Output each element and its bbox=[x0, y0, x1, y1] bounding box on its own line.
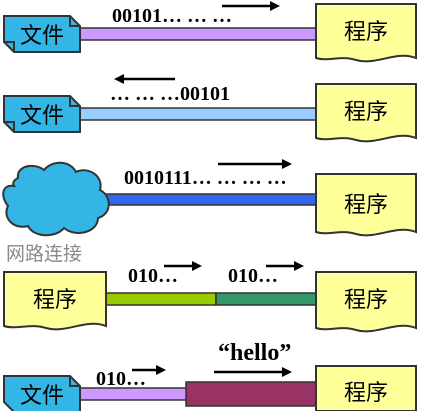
row-1-program-label: 程序 bbox=[344, 20, 388, 45]
row-1-bitstream-text: 00101… … … bbox=[112, 5, 232, 27]
row-2-pipe bbox=[77, 107, 319, 121]
row-3-pipe bbox=[95, 193, 319, 206]
row-4-program-to-program: 程序 程序 010… 010… bbox=[3, 261, 417, 333]
row-3-network-to-program: 程序 0010111… … … … bbox=[2, 159, 417, 237]
row-5-bitstream-text: 010… bbox=[96, 368, 146, 390]
row-5-file-box: 文件 bbox=[3, 375, 81, 411]
row-4-right-arrow-right bbox=[266, 261, 304, 271]
row-2-left-arrow bbox=[114, 74, 175, 84]
row-5-program-box: 程序 bbox=[315, 365, 417, 411]
row-3-program-label: 程序 bbox=[344, 193, 388, 218]
row-1-program-box: 程序 bbox=[315, 3, 417, 63]
row-2-file-label: 文件 bbox=[20, 104, 64, 129]
row-2-file-box: 文件 bbox=[3, 95, 81, 133]
row-1-right-arrow bbox=[222, 1, 280, 11]
row-5-long-arrow-right bbox=[214, 367, 292, 377]
cloud-icon bbox=[2, 161, 110, 237]
network-connection-label: 网路连接 bbox=[6, 243, 82, 265]
row-4-pipe-left bbox=[103, 292, 217, 306]
row-4-right-program-box: 程序 bbox=[315, 271, 417, 333]
row-3-right-arrow bbox=[218, 159, 292, 169]
row-2-program-box: 程序 bbox=[315, 83, 417, 143]
row-1-pipe bbox=[77, 27, 319, 41]
row-1-file-to-program: 文件 程序 00101… … … bbox=[3, 1, 417, 63]
row-4-bitstream-right: 010… bbox=[228, 265, 278, 287]
row-5-message-text: “hello” bbox=[218, 340, 291, 366]
row-4-left-program-box: 程序 bbox=[3, 271, 107, 331]
row-1-file-label: 文件 bbox=[20, 24, 64, 49]
row-5-file-label: 文件 bbox=[20, 384, 64, 409]
row-4-bitstream-left: 010… bbox=[128, 265, 178, 287]
row-4-left-arrow-right bbox=[164, 261, 202, 271]
row-5-program-label: 程序 bbox=[344, 381, 388, 406]
row-2-program-to-file: 文件 程序 … … …00101 bbox=[3, 74, 417, 143]
row-5-short-arrow-right bbox=[132, 365, 166, 375]
row-4-right-program-label: 程序 bbox=[344, 288, 388, 313]
row-4-pipe-right bbox=[215, 292, 319, 306]
row-5-pipe-right bbox=[185, 381, 319, 407]
row-3-program-box: 程序 bbox=[315, 173, 417, 237]
row-5-file-to-program: 文件 程序 010… “hello” bbox=[3, 340, 417, 411]
row-4-left-program-label: 程序 bbox=[33, 288, 77, 313]
row-2-bitstream-text: … … …00101 bbox=[110, 83, 230, 105]
row-3-bitstream-text: 0010111… … … … bbox=[124, 167, 287, 189]
row-2-program-label: 程序 bbox=[344, 100, 388, 125]
row-1-file-box: 文件 bbox=[3, 15, 81, 53]
